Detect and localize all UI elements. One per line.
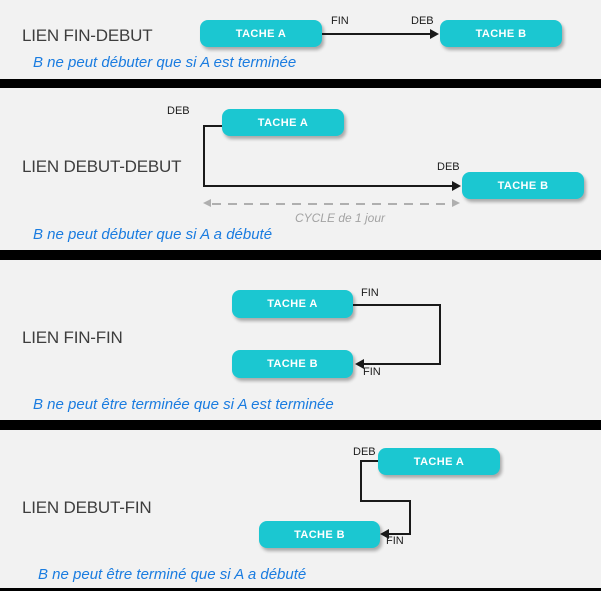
arrow-left-gray-icon [203,199,211,207]
section-title: LIEN FIN-DEBUT [22,26,153,45]
connector-line [360,460,378,462]
connector-line [203,185,453,187]
task-a-label: TACHE A [413,455,465,468]
connector-line [353,304,441,306]
task-a-label: TACHE A [257,116,309,129]
task-a-label: TACHE A [235,27,287,40]
task-a-box: TACHE A [200,20,322,47]
section-description: B ne peut être terminé que si A a débuté [38,566,307,583]
arrow-right-icon [452,181,461,191]
task-a-box: TACHE A [222,109,344,136]
section-description: B ne peut débuter que si A a débuté [33,226,273,243]
task-b-label: TACHE B [294,528,345,541]
arrow-right-icon [430,29,439,39]
task-b-label: TACHE B [267,358,318,370]
cycle-note: CYCLE de 1 jour [294,211,386,225]
arrow-left-icon [355,359,364,369]
section-description: B ne peut débuter que si A est terminée [33,54,297,71]
separator-bar [0,79,601,88]
task-b-label: TACHE B [475,27,527,40]
connector-line [360,460,362,502]
task-a-label: TACHE A [267,298,318,310]
separator-bar [0,250,601,260]
port-label-deb-a: DEB [167,105,190,117]
connector-line [203,125,205,186]
section-description: B ne peut être terminée que si A est ter… [33,396,334,413]
port-label-fin-b: FIN [363,366,381,378]
port-label-deb: DEB [353,446,376,458]
port-label-deb: DEB [411,15,434,27]
task-b-box: TACHE B [462,172,584,199]
section-title: LIEN FIN-FIN [22,328,123,347]
port-label-deb-b: DEB [437,161,460,173]
separator-bar [0,420,601,430]
task-b-box: TACHE B [259,521,380,548]
connector-line [364,363,441,365]
section-title: LIEN DEBUT-DEBUT [22,157,182,176]
arrow-right-gray-icon [452,199,460,207]
port-label-fin: FIN [386,535,404,547]
separator-bar [0,588,601,591]
port-label-fin: FIN [331,15,349,27]
connector-line [322,33,432,35]
section-title: LIEN DEBUT-FIN [22,498,152,517]
connector-line [409,500,411,535]
task-b-box: TACHE B [440,20,562,47]
task-b-label: TACHE B [497,179,549,192]
port-label-fin-a: FIN [361,287,379,299]
arrow-left-icon [380,529,389,539]
cycle-dashed-line [212,203,452,205]
task-a-box: TACHE A [378,448,500,475]
task-a-box: TACHE A [232,290,353,318]
connector-line [439,304,441,365]
task-b-box: TACHE B [232,350,353,378]
connector-line [360,500,411,502]
connector-line [203,125,222,127]
connector-line [388,533,411,535]
